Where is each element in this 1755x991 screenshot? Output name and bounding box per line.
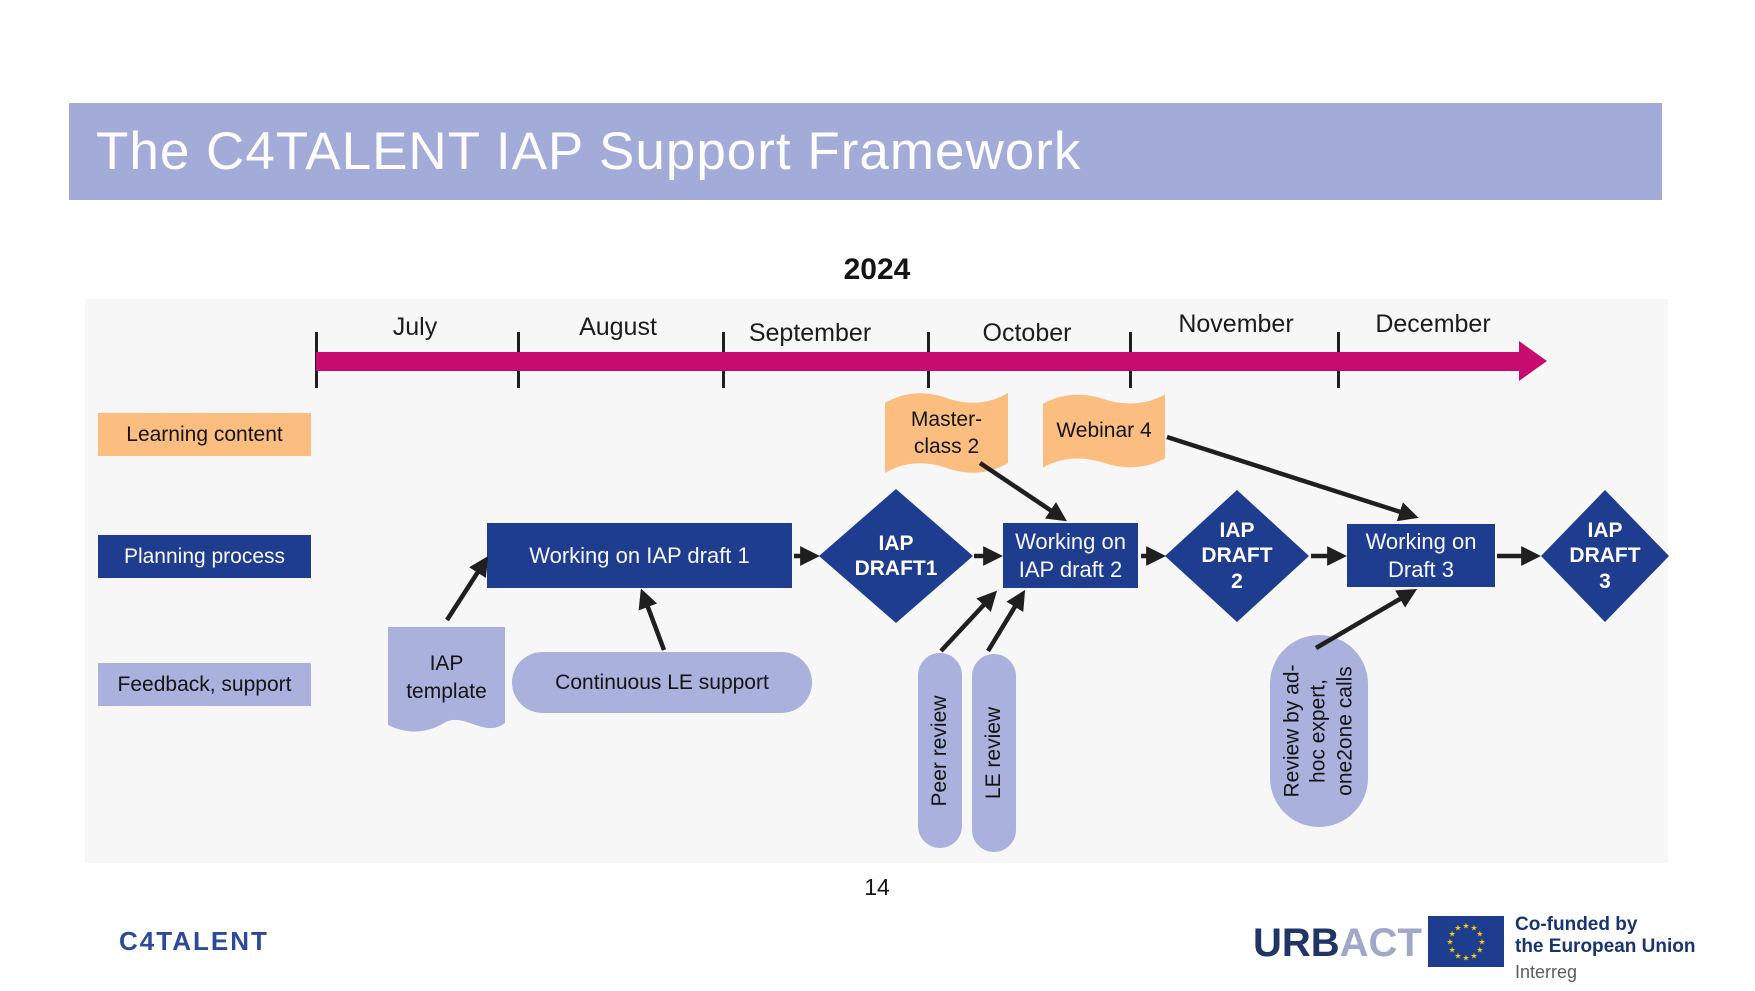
month-label-july: July xyxy=(392,313,438,341)
diamond-iap-draft1-label: IAP DRAFT1 xyxy=(854,531,938,580)
month-label-august: August xyxy=(579,313,657,341)
wave-shape-icon xyxy=(885,393,1008,473)
box-working-draft1: Working on IAP draft 1 xyxy=(487,523,792,588)
c4talent-logo: C4TALENT xyxy=(119,926,269,956)
pill-adhoc-review-label: Review by ad- hoc expert, one2one calls xyxy=(1280,664,1357,798)
month-label-october: October xyxy=(982,319,1072,347)
eu-funding-line1: Co-funded by xyxy=(1515,914,1638,935)
pill-peer-review: Peer review xyxy=(918,653,962,848)
page-title: The C4TALENT IAP Support Framework xyxy=(96,122,1082,181)
document-iap-template-label: IAP template xyxy=(406,652,487,703)
document-iap-template: IAP template xyxy=(388,627,505,742)
box-working-draft2: Working on IAP draft 2 xyxy=(1003,523,1138,588)
flag-webinar-4: Webinar 4 xyxy=(1043,390,1165,472)
urbact-logo-act: ACT xyxy=(1339,921,1422,965)
urbact-logo-urb: URB xyxy=(1253,921,1340,965)
row-label-planning-process: Planning process xyxy=(98,535,311,578)
title-band: The C4TALENT IAP Support Framework xyxy=(69,103,1662,200)
diamond-iap-draft3-label: IAP DRAFT 3 xyxy=(1569,519,1641,593)
year-label: 2024 xyxy=(843,253,911,286)
eu-flag-icon xyxy=(1428,916,1504,967)
page-number: 14 xyxy=(864,874,890,900)
box-working-draft3: Working on Draft 3 xyxy=(1347,524,1495,587)
flag-masterclass-2-label: Master- class 2 xyxy=(910,407,983,458)
month-label-december: December xyxy=(1375,310,1491,338)
month-label-november: November xyxy=(1178,310,1294,338)
month-label-september: September xyxy=(748,319,872,347)
document-shape-icon xyxy=(388,627,505,732)
pill-peer-review-label: Peer review xyxy=(928,695,951,806)
urbact-logo: URBACT xyxy=(1253,921,1422,966)
row-label-feedback-support: Feedback, support xyxy=(98,663,311,706)
pill-le-review-label: LE review xyxy=(982,706,1005,800)
pill-le-review: LE review xyxy=(972,654,1016,852)
wave-shape-icon xyxy=(1043,394,1165,468)
diamond-iap-draft2-label: IAP DRAFT 2 xyxy=(1201,519,1273,593)
timeline-arrowhead-icon xyxy=(1519,341,1547,381)
pill-adhoc-review: Review by ad- hoc expert, one2one calls xyxy=(1270,635,1368,827)
eu-funding-line2: the European Union xyxy=(1515,936,1696,958)
flag-masterclass-2: Master- class 2 xyxy=(885,388,1008,478)
eu-funding-text: Co-funded by the European Union Interreg xyxy=(1515,914,1696,983)
flag-webinar-4-label: Webinar 4 xyxy=(1056,419,1152,443)
row-label-learning-content: Learning content xyxy=(98,413,311,456)
interreg-label: Interreg xyxy=(1515,961,1578,982)
timeline-bar xyxy=(316,352,1521,371)
pill-continuous-le-support: Continuous LE support xyxy=(512,652,812,713)
